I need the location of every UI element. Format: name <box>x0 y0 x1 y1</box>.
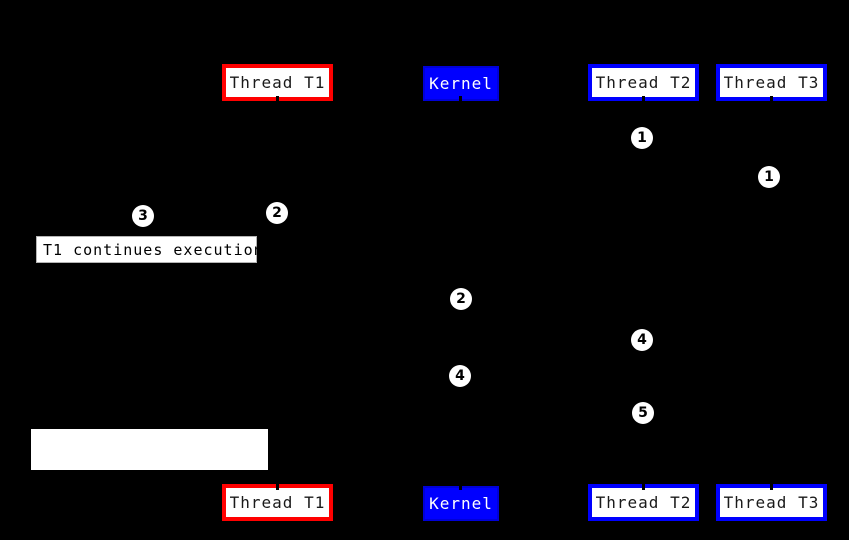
step-marker-2-thread-t1: 2 <box>266 202 288 224</box>
lifeline-thread-t1 <box>276 96 279 490</box>
lifeline-thread-t2 <box>642 96 645 490</box>
empty-note-box <box>31 429 268 470</box>
t1-continues-execution-label: T1 continues execution <box>36 236 263 263</box>
step-marker-1-thread-t3: 1 <box>758 166 780 188</box>
thread-t3-box-top: Thread T3 <box>716 64 827 101</box>
step-marker-3: 3 <box>132 205 154 227</box>
thread-t2-box-top: Thread T2 <box>588 64 699 101</box>
lifeline-thread-t3 <box>770 96 773 490</box>
thread-t3-box-bottom: Thread T3 <box>716 484 827 521</box>
step-marker-4-kernel: 4 <box>449 365 471 387</box>
step-marker-2-kernel: 2 <box>450 288 472 310</box>
kernel-box-bottom: Kernel <box>423 486 499 521</box>
step-marker-1-thread-t2: 1 <box>631 127 653 149</box>
thread-t1-box-bottom: Thread T1 <box>222 484 333 521</box>
step-marker-5-thread-t2: 5 <box>632 402 654 424</box>
step-marker-4-thread-t2: 4 <box>631 329 653 351</box>
